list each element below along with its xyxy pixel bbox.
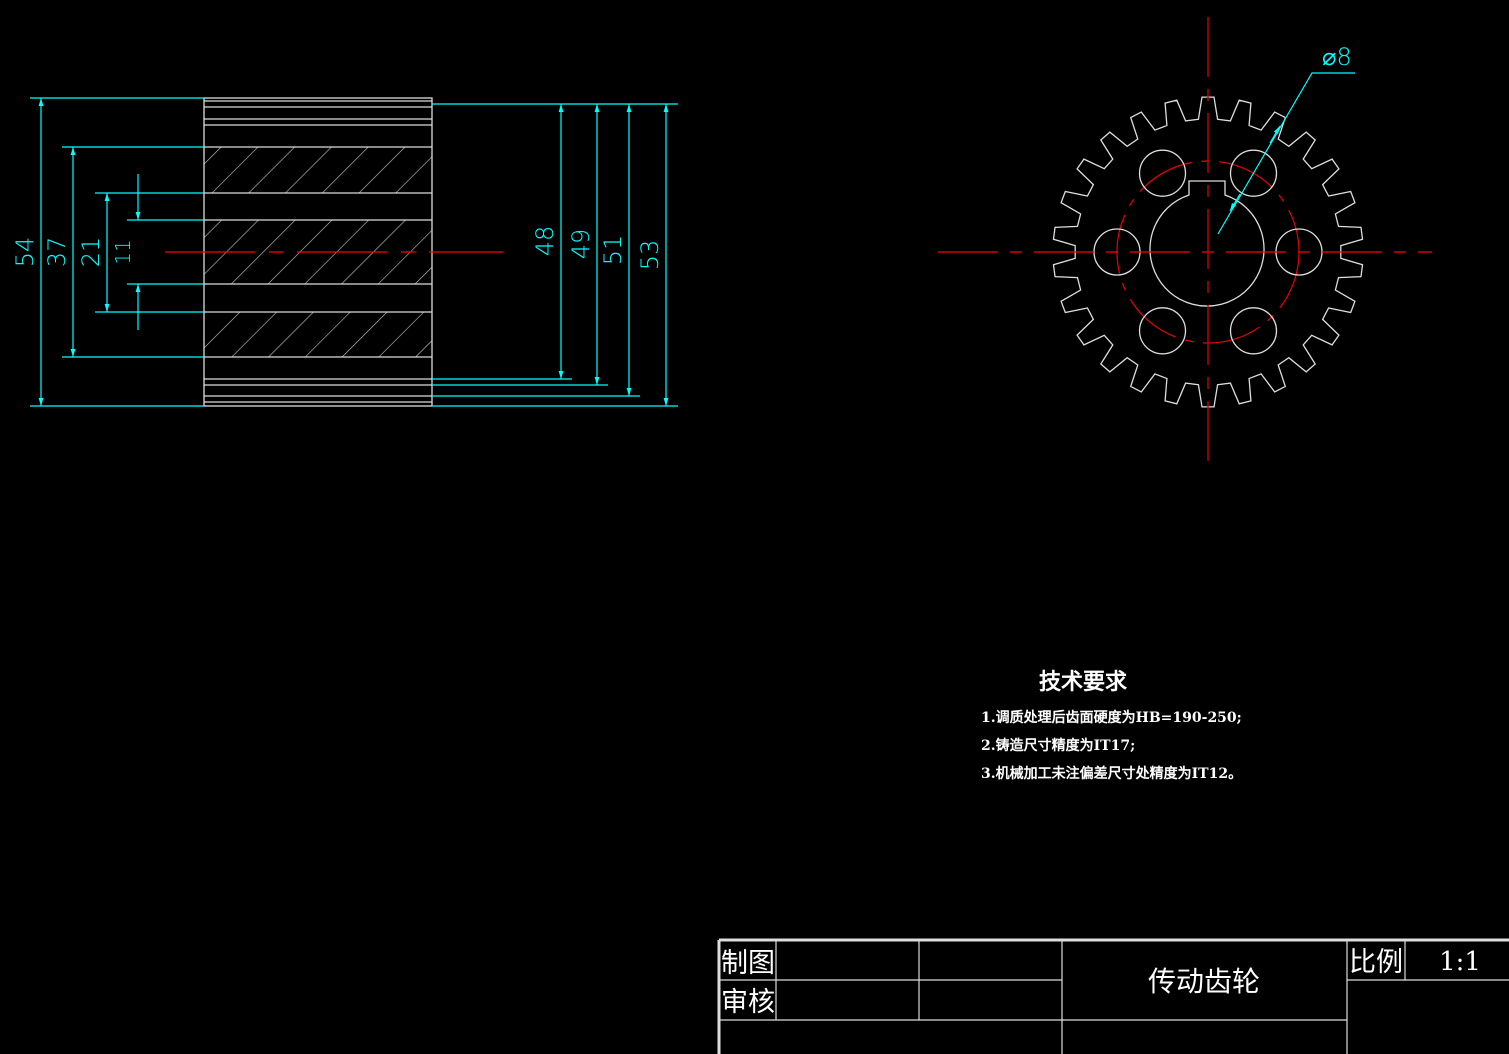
tech-requirements-title: 技术要求: [1039, 669, 1127, 695]
drawn-by-label: 制图: [721, 948, 775, 979]
side-view: 54 37 21 11 48 49 51 53: [11, 97, 678, 407]
title-block: 制图 审核 传动齿轮 比例 1:1: [717, 938, 1509, 1054]
reviewed-by-label: 审核: [721, 987, 775, 1018]
technical-requirements: 技术要求 1.调质处理后齿面硬度为HB=190-250; 2.铸造尺寸精度为IT…: [981, 669, 1242, 782]
hole-circle: [1229, 307, 1278, 355]
part-name: 传动齿轮: [1148, 965, 1260, 998]
tech-requirement-1: 1.调质处理后齿面硬度为HB=190-250;: [981, 709, 1242, 726]
dim-21: 21: [77, 237, 105, 268]
dim-37: 37: [43, 237, 71, 268]
dim-48: 48: [531, 226, 559, 257]
gear-teeth-outline: [1052, 96, 1364, 408]
dim-49: 49: [567, 229, 595, 260]
hole-circle: [1138, 307, 1187, 355]
bore-with-keyway: [1149, 180, 1265, 307]
dim-54: 54: [11, 237, 39, 268]
scale-label: 比例: [1349, 947, 1403, 978]
hole-diameter-label: ⌀8: [1322, 43, 1352, 71]
tech-requirement-2: 2.铸造尺寸精度为IT17;: [981, 737, 1135, 754]
right-dimensions: [432, 103, 678, 407]
dim-53: 53: [636, 240, 664, 271]
hole-circle: [1138, 149, 1187, 197]
hole-circle: [1229, 149, 1278, 197]
hole-diameter-leader: [1217, 72, 1355, 235]
side-outline: [203, 97, 433, 407]
dim-11: 11: [111, 239, 135, 264]
scale-value: 1:1: [1439, 947, 1481, 977]
dim-51: 51: [599, 235, 627, 266]
tech-requirement-3: 3.机械加工未注偏差尺寸处精度为IT12。: [981, 765, 1242, 782]
front-view: ⌀8: [938, 17, 1432, 462]
left-dimensions: [30, 97, 204, 407]
